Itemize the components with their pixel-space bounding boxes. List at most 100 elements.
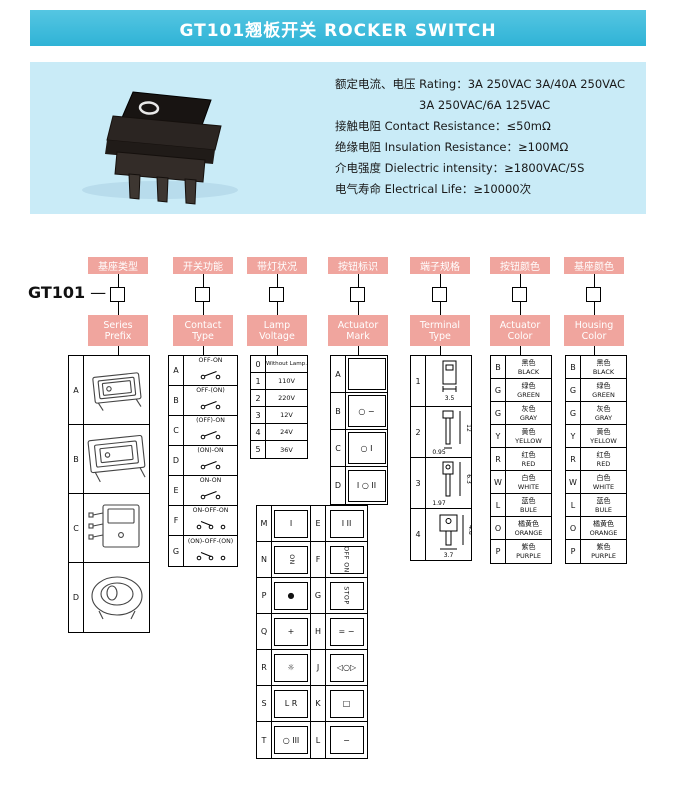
label-text: 基座颜色 [574, 262, 614, 273]
contact-type-label: OFF-ON [198, 357, 223, 364]
actuator-face [347, 358, 386, 390]
row-key: P [257, 578, 272, 613]
connector-line [203, 302, 204, 315]
color-name-en: BLACK [592, 367, 615, 376]
switch-drawing [90, 575, 143, 619]
row-content: ○ I [346, 430, 387, 466]
actuator-mark: ● [287, 591, 295, 600]
ordering-label-en: Housing Color [564, 315, 624, 346]
label-text: Actuator Mark [337, 319, 379, 342]
model-number: GT101 [28, 283, 86, 302]
actuator-face: ☼ [274, 653, 308, 682]
code-box [512, 287, 527, 302]
actuator-face: STOP [329, 581, 364, 610]
connector-line [520, 346, 521, 355]
actuator-face: = − [329, 617, 364, 646]
color-name-cn: 灰色 [596, 404, 611, 413]
contact-type-label: (ON)-ON [197, 447, 224, 454]
row-content: ON [272, 542, 310, 577]
spec-label: 额定电流、电压 Rating： [335, 77, 468, 91]
label-text: Lamp Voltage [259, 319, 295, 342]
row-key: G [491, 379, 506, 401]
row-content: − [326, 722, 367, 758]
color-name-cn: 绿色 [596, 381, 611, 390]
connector-line [358, 346, 359, 355]
color-name-en: PURPLE [591, 552, 616, 560]
row-content: ☼ [272, 650, 310, 685]
row-content: (OFF)-ON [184, 416, 237, 445]
row-content: 3.5 [426, 356, 471, 406]
table-row: K□ [311, 686, 367, 722]
ordering-label-en: Terminal Type [410, 315, 470, 346]
actuator-mark: OFF ON [343, 546, 350, 573]
actuator-face: ON [274, 545, 308, 574]
table-row: L− [311, 722, 367, 758]
page-title-banner: GT101翘板开关 ROCKER SWITCH [30, 10, 646, 46]
row-key: E [169, 476, 184, 505]
row-key: G [169, 536, 184, 566]
page-title: GT101翘板开关 ROCKER SWITCH [179, 20, 497, 41]
color-name-cn: 紫色 [521, 543, 536, 551]
row-key: 2 [251, 390, 266, 406]
row-key: A [169, 356, 184, 385]
row-key: Y [566, 425, 581, 447]
spec-line: 绝缘电阻 Insulation Resistance：≥100MΩ [335, 137, 625, 158]
ordering-label-en: Series Prefix [88, 315, 148, 346]
label-text: 基座类型 [98, 262, 138, 273]
row-content: OFF-(ON) [184, 386, 237, 415]
row-key: M [257, 506, 272, 541]
contact-type-label: ON-OFF-ON [192, 507, 229, 514]
label-text: 按钮颜色 [500, 262, 540, 273]
row-key: G [566, 402, 581, 424]
row-key: 3 [251, 407, 266, 423]
contact-symbol-wrap [191, 515, 231, 534]
actuator-face: I ○ II [347, 469, 386, 502]
spec-label: 介电强度 Dielectric intensity： [335, 161, 505, 175]
row-content: I II [326, 506, 367, 541]
ordering-label-en: Lamp Voltage [247, 315, 307, 346]
actuator-mark: ○ − [358, 406, 375, 416]
actuator-mark: ○ I [360, 443, 373, 453]
color-name-cn: 黄色 [596, 427, 611, 436]
ordering-label-cn: 带灯状况 [247, 257, 307, 274]
spec-line: 接触电阻 Contact Resistance：≤50mΩ [335, 116, 625, 137]
row-content: ON-OFF-ON [184, 506, 237, 535]
color-name-en: YELLOW [590, 436, 617, 445]
row-key: S [257, 686, 272, 721]
contact-symbol-wrap [191, 455, 231, 474]
row-content: 36V [266, 441, 307, 458]
table-row: 2 0.95 12 [411, 407, 471, 458]
color-name-cn: 黄色 [521, 427, 536, 436]
switch-drawing [91, 372, 141, 411]
spec-value: 3A 250VAC/6A 125VAC [419, 98, 551, 112]
table-row: D(ON)-ON [169, 446, 237, 476]
connector-line [440, 274, 441, 287]
actuator-face: I II [329, 509, 364, 538]
row-key: P [491, 540, 506, 563]
color-name-cn: 灰色 [521, 404, 536, 413]
dim-label: 6.3 [465, 474, 472, 484]
contact-symbol-wrap [191, 546, 231, 565]
connector-line [118, 274, 119, 287]
lamp-voltage-label: Without Lamp. [266, 361, 307, 367]
actuator-mark: I ○ II [356, 481, 377, 490]
terminal-drawing: 3.74.8 [439, 514, 471, 558]
connector-line [520, 302, 521, 315]
color-name-cn: 黑色 [521, 358, 536, 367]
actuator-face: + [274, 617, 308, 646]
label-text: 开关功能 [183, 262, 223, 273]
